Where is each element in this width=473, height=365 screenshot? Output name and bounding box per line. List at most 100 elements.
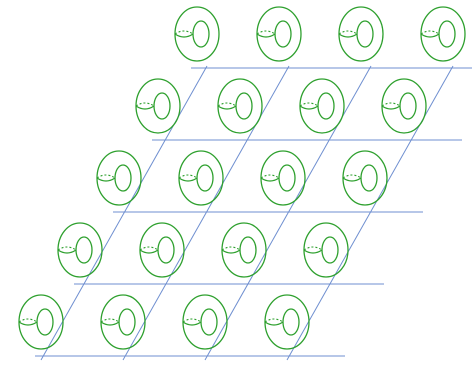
meridian-back <box>339 31 357 34</box>
torus-icon <box>265 295 309 349</box>
meridian-front <box>136 106 154 109</box>
meridian-back <box>382 103 400 106</box>
meridian-front <box>179 178 197 181</box>
torus-array <box>19 7 465 349</box>
meridian-back <box>175 31 193 34</box>
meridian-front <box>97 178 115 181</box>
meridian-front <box>58 250 76 253</box>
torus-icon <box>101 295 145 349</box>
torus-hole <box>115 165 131 191</box>
torus-outer <box>136 79 180 133</box>
torus-icon <box>382 79 426 133</box>
torus-hole <box>154 93 170 119</box>
torus-icon <box>136 79 180 133</box>
meridian-front <box>101 322 119 325</box>
torus-outer <box>101 295 145 349</box>
meridian-back <box>304 247 322 250</box>
torus-icon <box>222 223 266 277</box>
grid-line-diagonal <box>205 66 371 360</box>
grid-line-diagonal <box>41 66 207 360</box>
meridian-back <box>136 103 154 106</box>
grid-line-diagonal <box>123 66 289 360</box>
torus-hole <box>201 309 217 335</box>
torus-hole <box>37 309 53 335</box>
torus-icon <box>58 223 102 277</box>
torus-icon <box>175 7 219 61</box>
meridian-back <box>140 247 158 250</box>
torus-icon <box>183 295 227 349</box>
meridian-front <box>257 34 275 37</box>
torus-outer <box>261 151 305 205</box>
torus-icon <box>261 151 305 205</box>
torus-outer <box>218 79 262 133</box>
meridian-front <box>218 106 236 109</box>
meridian-front <box>222 250 240 253</box>
torus-icon <box>421 7 465 61</box>
torus-icon <box>218 79 262 133</box>
torus-hole <box>275 21 291 47</box>
meridian-front <box>304 250 322 253</box>
torus-icon <box>19 295 63 349</box>
meridian-back <box>343 175 361 178</box>
torus-hole <box>240 237 256 263</box>
torus-hole <box>322 237 338 263</box>
torus-hole <box>193 21 209 47</box>
torus-outer <box>175 7 219 61</box>
meridian-front <box>19 322 37 325</box>
torus-outer <box>304 223 348 277</box>
torus-outer <box>183 295 227 349</box>
meridian-back <box>222 247 240 250</box>
torus-outer <box>339 7 383 61</box>
meridian-front <box>261 178 279 181</box>
meridian-back <box>257 31 275 34</box>
meridian-front <box>382 106 400 109</box>
torus-hole <box>197 165 213 191</box>
torus-outer <box>382 79 426 133</box>
torus-outer <box>58 223 102 277</box>
meridian-back <box>300 103 318 106</box>
torus-hole <box>357 21 373 47</box>
torus-hole <box>283 309 299 335</box>
meridian-front <box>183 322 201 325</box>
lattice-grid <box>35 66 472 360</box>
meridian-back <box>261 175 279 178</box>
meridian-front <box>265 322 283 325</box>
torus-icon <box>339 7 383 61</box>
torus-icon <box>300 79 344 133</box>
torus-hole <box>119 309 135 335</box>
meridian-back <box>218 103 236 106</box>
meridian-back <box>421 31 439 34</box>
meridian-back <box>58 247 76 250</box>
torus-outer <box>19 295 63 349</box>
torus-outer <box>257 7 301 61</box>
torus-hole <box>361 165 377 191</box>
torus-outer <box>140 223 184 277</box>
torus-icon <box>97 151 141 205</box>
torus-outer <box>179 151 223 205</box>
torus-hole <box>76 237 92 263</box>
meridian-front <box>343 178 361 181</box>
torus-hole <box>439 21 455 47</box>
torus-outer <box>265 295 309 349</box>
meridian-front <box>339 34 357 37</box>
meridian-back <box>19 319 37 322</box>
torus-outer <box>421 7 465 61</box>
meridian-back <box>265 319 283 322</box>
meridian-front <box>300 106 318 109</box>
torus-icon <box>140 223 184 277</box>
torus-hole <box>236 93 252 119</box>
torus-hole <box>400 93 416 119</box>
meridian-front <box>421 34 439 37</box>
grid-line-diagonal <box>287 66 453 360</box>
torus-outer <box>343 151 387 205</box>
torus-icon <box>304 223 348 277</box>
torus-hole <box>158 237 174 263</box>
torus-icon <box>343 151 387 205</box>
meridian-front <box>175 34 193 37</box>
torus-icon <box>179 151 223 205</box>
torus-outer <box>222 223 266 277</box>
torus-outer <box>300 79 344 133</box>
torus-hole <box>279 165 295 191</box>
